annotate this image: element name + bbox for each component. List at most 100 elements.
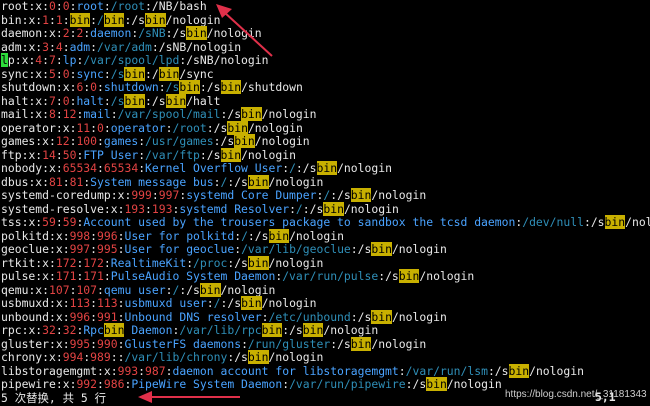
search-match: bin	[316, 161, 338, 175]
buffer-line: gluster:x:995:990:GlusterFS daemons:/run…	[1, 336, 650, 352]
search-match: bin	[398, 269, 420, 283]
line-token: /sNB/nologin	[186, 53, 269, 67]
line-token: :	[55, 53, 63, 67]
line-token: :	[117, 336, 125, 351]
line-token: :	[35, 12, 43, 27]
line-token: System message bus	[90, 174, 214, 189]
line-token: mail	[1, 107, 29, 121]
line-token: :	[35, 39, 43, 54]
line-token: 1	[42, 12, 50, 27]
watermark-text: https://blog.csdn.net/_31181343	[505, 389, 647, 400]
line-token: :	[76, 53, 84, 67]
line-token: /var/lib/rpc	[179, 323, 262, 337]
vim-status-line: 5 次替换, 共 5 行 5,1	[1, 390, 649, 405]
line-token: /s	[289, 323, 303, 337]
line-token: :	[55, 26, 63, 40]
line-token: 1	[55, 12, 63, 27]
line-token: :	[241, 336, 248, 351]
search-match: bin	[69, 12, 91, 27]
line-token: x	[28, 147, 36, 162]
line-token: :	[76, 255, 84, 270]
line-token: 994	[62, 350, 84, 364]
line-token: :	[124, 12, 132, 27]
line-token: /s	[412, 377, 427, 391]
line-token: :	[282, 377, 290, 391]
line-token: x	[35, 174, 43, 189]
line-token: x	[35, 93, 43, 108]
line-token: p	[7, 53, 15, 67]
line-token: :	[83, 174, 91, 189]
line-token: :	[131, 26, 139, 40]
line-token: /sync	[179, 66, 214, 81]
line-token: 59	[62, 215, 77, 229]
line-token: :	[330, 188, 338, 202]
line-token: x	[55, 336, 63, 351]
line-token: x	[21, 53, 29, 67]
line-token: geoclue	[1, 242, 50, 256]
line-token: /nologin	[343, 201, 399, 216]
line-token: pipewire	[1, 377, 56, 391]
buffer-line: dbus:x:81:81:System message bus:/:/sbin/…	[1, 174, 650, 190]
line-token: /nologin	[268, 174, 324, 189]
buffer-line: adm:x:3:4:adm:/var/adm:/sNB/nologin	[1, 39, 650, 55]
line-token: /var/lib/geoclue	[241, 242, 351, 256]
line-token: /nologin	[206, 26, 262, 40]
line-token: 5	[49, 66, 56, 81]
line-token: :	[21, 147, 29, 162]
line-token: /var/run/pulse	[282, 269, 379, 283]
line-token: :	[295, 161, 303, 175]
line-token: :	[138, 161, 146, 175]
line-token: :	[90, 120, 98, 135]
line-token: :	[316, 188, 324, 202]
line-token: :	[90, 228, 98, 243]
line-token: :	[28, 107, 36, 121]
line-token: :	[55, 120, 63, 135]
line-token: :	[49, 134, 56, 148]
line-token: x	[42, 255, 50, 270]
buffer-line: rtkit:x:172:172:RealtimeKit:/proc:/sbin/…	[1, 255, 650, 271]
line-token: FTP User	[83, 147, 139, 162]
line-token: operator	[110, 120, 166, 135]
line-token: Account used by the trousers package to …	[83, 215, 516, 229]
line-token: :	[49, 336, 56, 351]
search-match: bin	[124, 66, 146, 81]
line-token: 172	[55, 255, 77, 270]
search-match: bin	[220, 147, 242, 162]
line-token: GlusterFS daemons	[124, 336, 242, 351]
line-token: Unbound DNS resolver	[124, 309, 262, 324]
line-token: :	[151, 188, 159, 202]
line-token: :	[35, 323, 43, 337]
line-token: x	[55, 296, 63, 310]
line-token: :	[21, 323, 29, 337]
line-token: Kernel Overflow User	[145, 161, 283, 175]
line-token: :	[69, 26, 77, 40]
line-token: /s	[357, 242, 372, 256]
line-token: /s	[494, 363, 509, 378]
line-token: x	[35, 282, 43, 297]
line-token: 996	[69, 309, 91, 324]
line-token: :	[117, 309, 125, 324]
line-token: 0	[62, 66, 70, 81]
line-token: root	[76, 0, 104, 13]
line-token: :	[69, 0, 77, 13]
line-token: :	[69, 134, 77, 148]
line-token: mail	[83, 107, 111, 121]
line-token: :	[97, 377, 104, 391]
line-token: /nol	[625, 215, 650, 229]
line-token: :	[103, 269, 111, 283]
line-token: :	[42, 161, 50, 175]
line-token: /s	[227, 296, 242, 310]
line-token: games	[1, 134, 36, 148]
line-token: :	[165, 363, 173, 378]
line-token: nobody	[1, 161, 43, 175]
line-token: :	[69, 66, 77, 81]
line-token: :	[49, 255, 56, 270]
search-match: bin	[371, 309, 392, 324]
line-token: :	[289, 201, 296, 216]
line-token: x	[55, 309, 63, 324]
line-token: :	[179, 282, 187, 297]
buffer-line: ftp:x:14:50:FTP User:/var/ftp:/sbin/nolo…	[1, 147, 650, 163]
line-token: :	[90, 12, 98, 27]
line-token: x	[55, 228, 63, 243]
